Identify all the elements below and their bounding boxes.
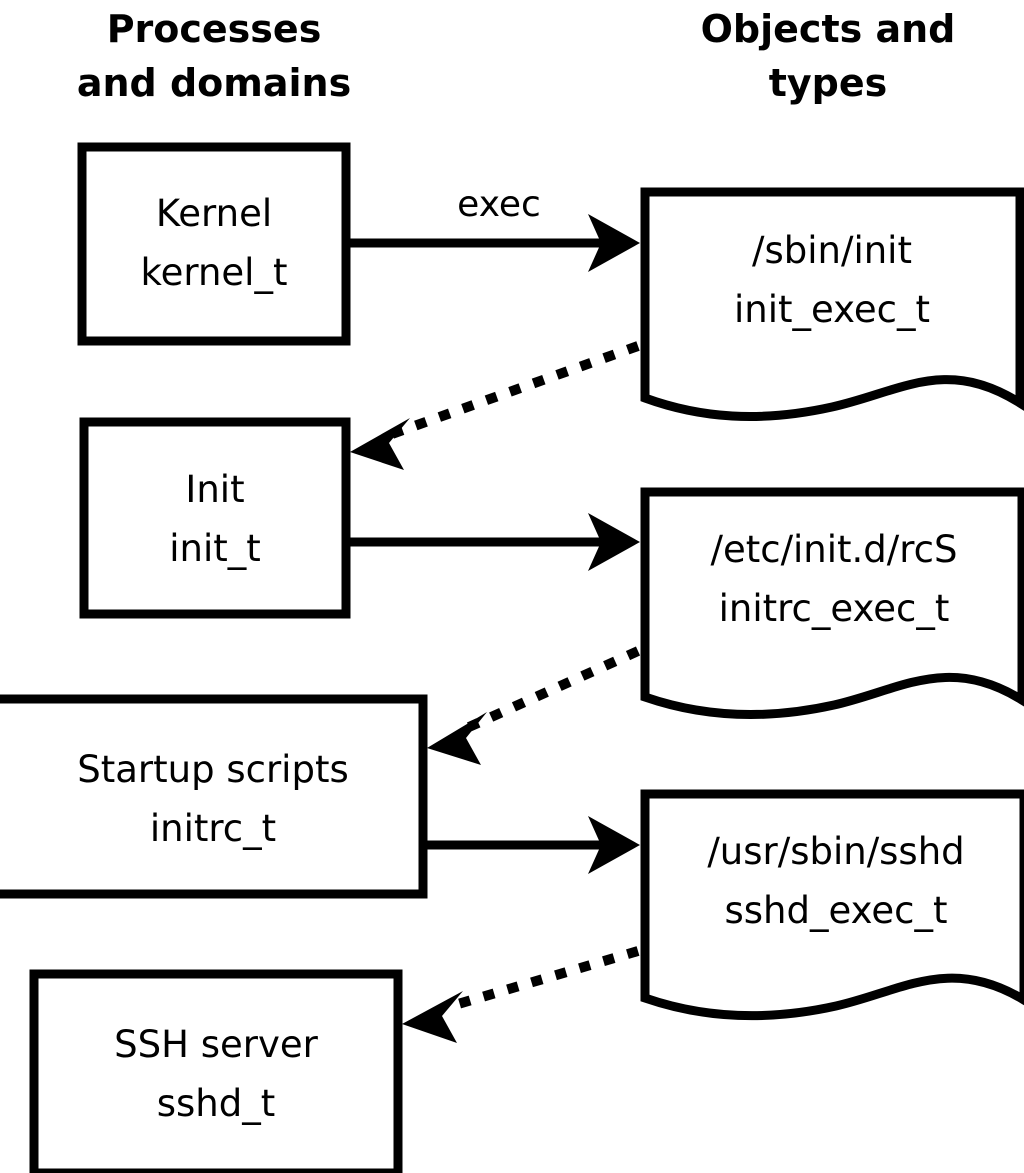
edge-kernel-exec-init-arrowhead (588, 214, 640, 272)
edge-initrc-exec-sshd (427, 816, 640, 874)
column-header-objects: Objects and types (701, 7, 956, 105)
process-node-sshd-box[interactable] (29, 969, 403, 1173)
object-node-init-exec-path: /sbin/init (752, 229, 912, 272)
process-node-kernel-type: kernel_t (141, 251, 288, 294)
process-node-kernel-box[interactable] (77, 142, 351, 346)
edge-initrc-exec-transition-arrowhead (427, 712, 487, 765)
process-node-init-name: Init (185, 468, 244, 511)
object-node-init-exec-type: init_exec_t (734, 288, 930, 331)
object-node-initrc-exec-type: initrc_exec_t (719, 587, 950, 630)
edge-init-exec-initrc-arrowhead (588, 513, 640, 571)
object-node-sshd-exec[interactable]: /usr/sbin/sshd sshd_exec_t (640, 789, 1024, 1021)
process-node-initrc-name: Startup scripts (77, 748, 348, 791)
edge-label-exec: exec (457, 184, 541, 225)
process-node-sshd-type: sshd_t (157, 1082, 276, 1125)
edge-initrc-exec-sshd-arrowhead (588, 816, 640, 874)
object-node-sshd-exec-path: /usr/sbin/sshd (707, 830, 964, 873)
process-node-sshd[interactable]: SSH server sshd_t (29, 969, 403, 1173)
object-node-sshd-exec-document[interactable] (640, 789, 1024, 1021)
process-node-init-box[interactable] (79, 417, 351, 619)
edge-init-exec-initrc (350, 513, 640, 571)
edge-initrc-exec-transition-line (466, 646, 641, 732)
process-node-initrc-box[interactable] (0, 694, 428, 899)
edge-init-exec-transition-line (390, 341, 640, 439)
object-node-initrc-exec[interactable]: /etc/init.d/rcS initrc_exec_t (640, 487, 1024, 720)
edge-sshd-exec-transition (402, 946, 640, 1043)
process-node-init-type: init_t (169, 527, 261, 570)
column-header-objects-line2: types (769, 61, 888, 105)
column-header-processes-line2: and domains (77, 61, 351, 105)
process-node-initrc-type: initrc_t (150, 807, 276, 850)
column-header-processes: Processes and domains (77, 7, 351, 105)
edge-initrc-exec-transition (427, 646, 641, 765)
column-header-processes-line1: Processes (107, 7, 322, 51)
process-node-sshd-name: SSH server (114, 1023, 318, 1066)
object-node-init-exec-document[interactable] (640, 187, 1024, 421)
process-node-init[interactable]: Init init_t (79, 417, 351, 619)
process-node-kernel-name: Kernel (156, 192, 272, 235)
process-node-initrc[interactable]: Startup scripts initrc_t (0, 694, 428, 899)
column-header-objects-line1: Objects and (701, 7, 956, 51)
object-node-initrc-exec-path: /etc/init.d/rcS (710, 528, 957, 571)
edge-kernel-exec-init: exec (350, 184, 640, 272)
edge-init-exec-transition-arrowhead (350, 418, 410, 470)
edge-sshd-exec-transition-line (446, 946, 640, 1012)
process-node-kernel[interactable]: Kernel kernel_t (77, 142, 351, 346)
object-node-init-exec[interactable]: /sbin/init init_exec_t (640, 187, 1024, 421)
edge-sshd-exec-transition-arrowhead (402, 991, 463, 1043)
edge-init-exec-transition (350, 341, 640, 470)
object-node-initrc-exec-document[interactable] (640, 487, 1024, 720)
object-node-sshd-exec-type: sshd_exec_t (725, 889, 948, 932)
